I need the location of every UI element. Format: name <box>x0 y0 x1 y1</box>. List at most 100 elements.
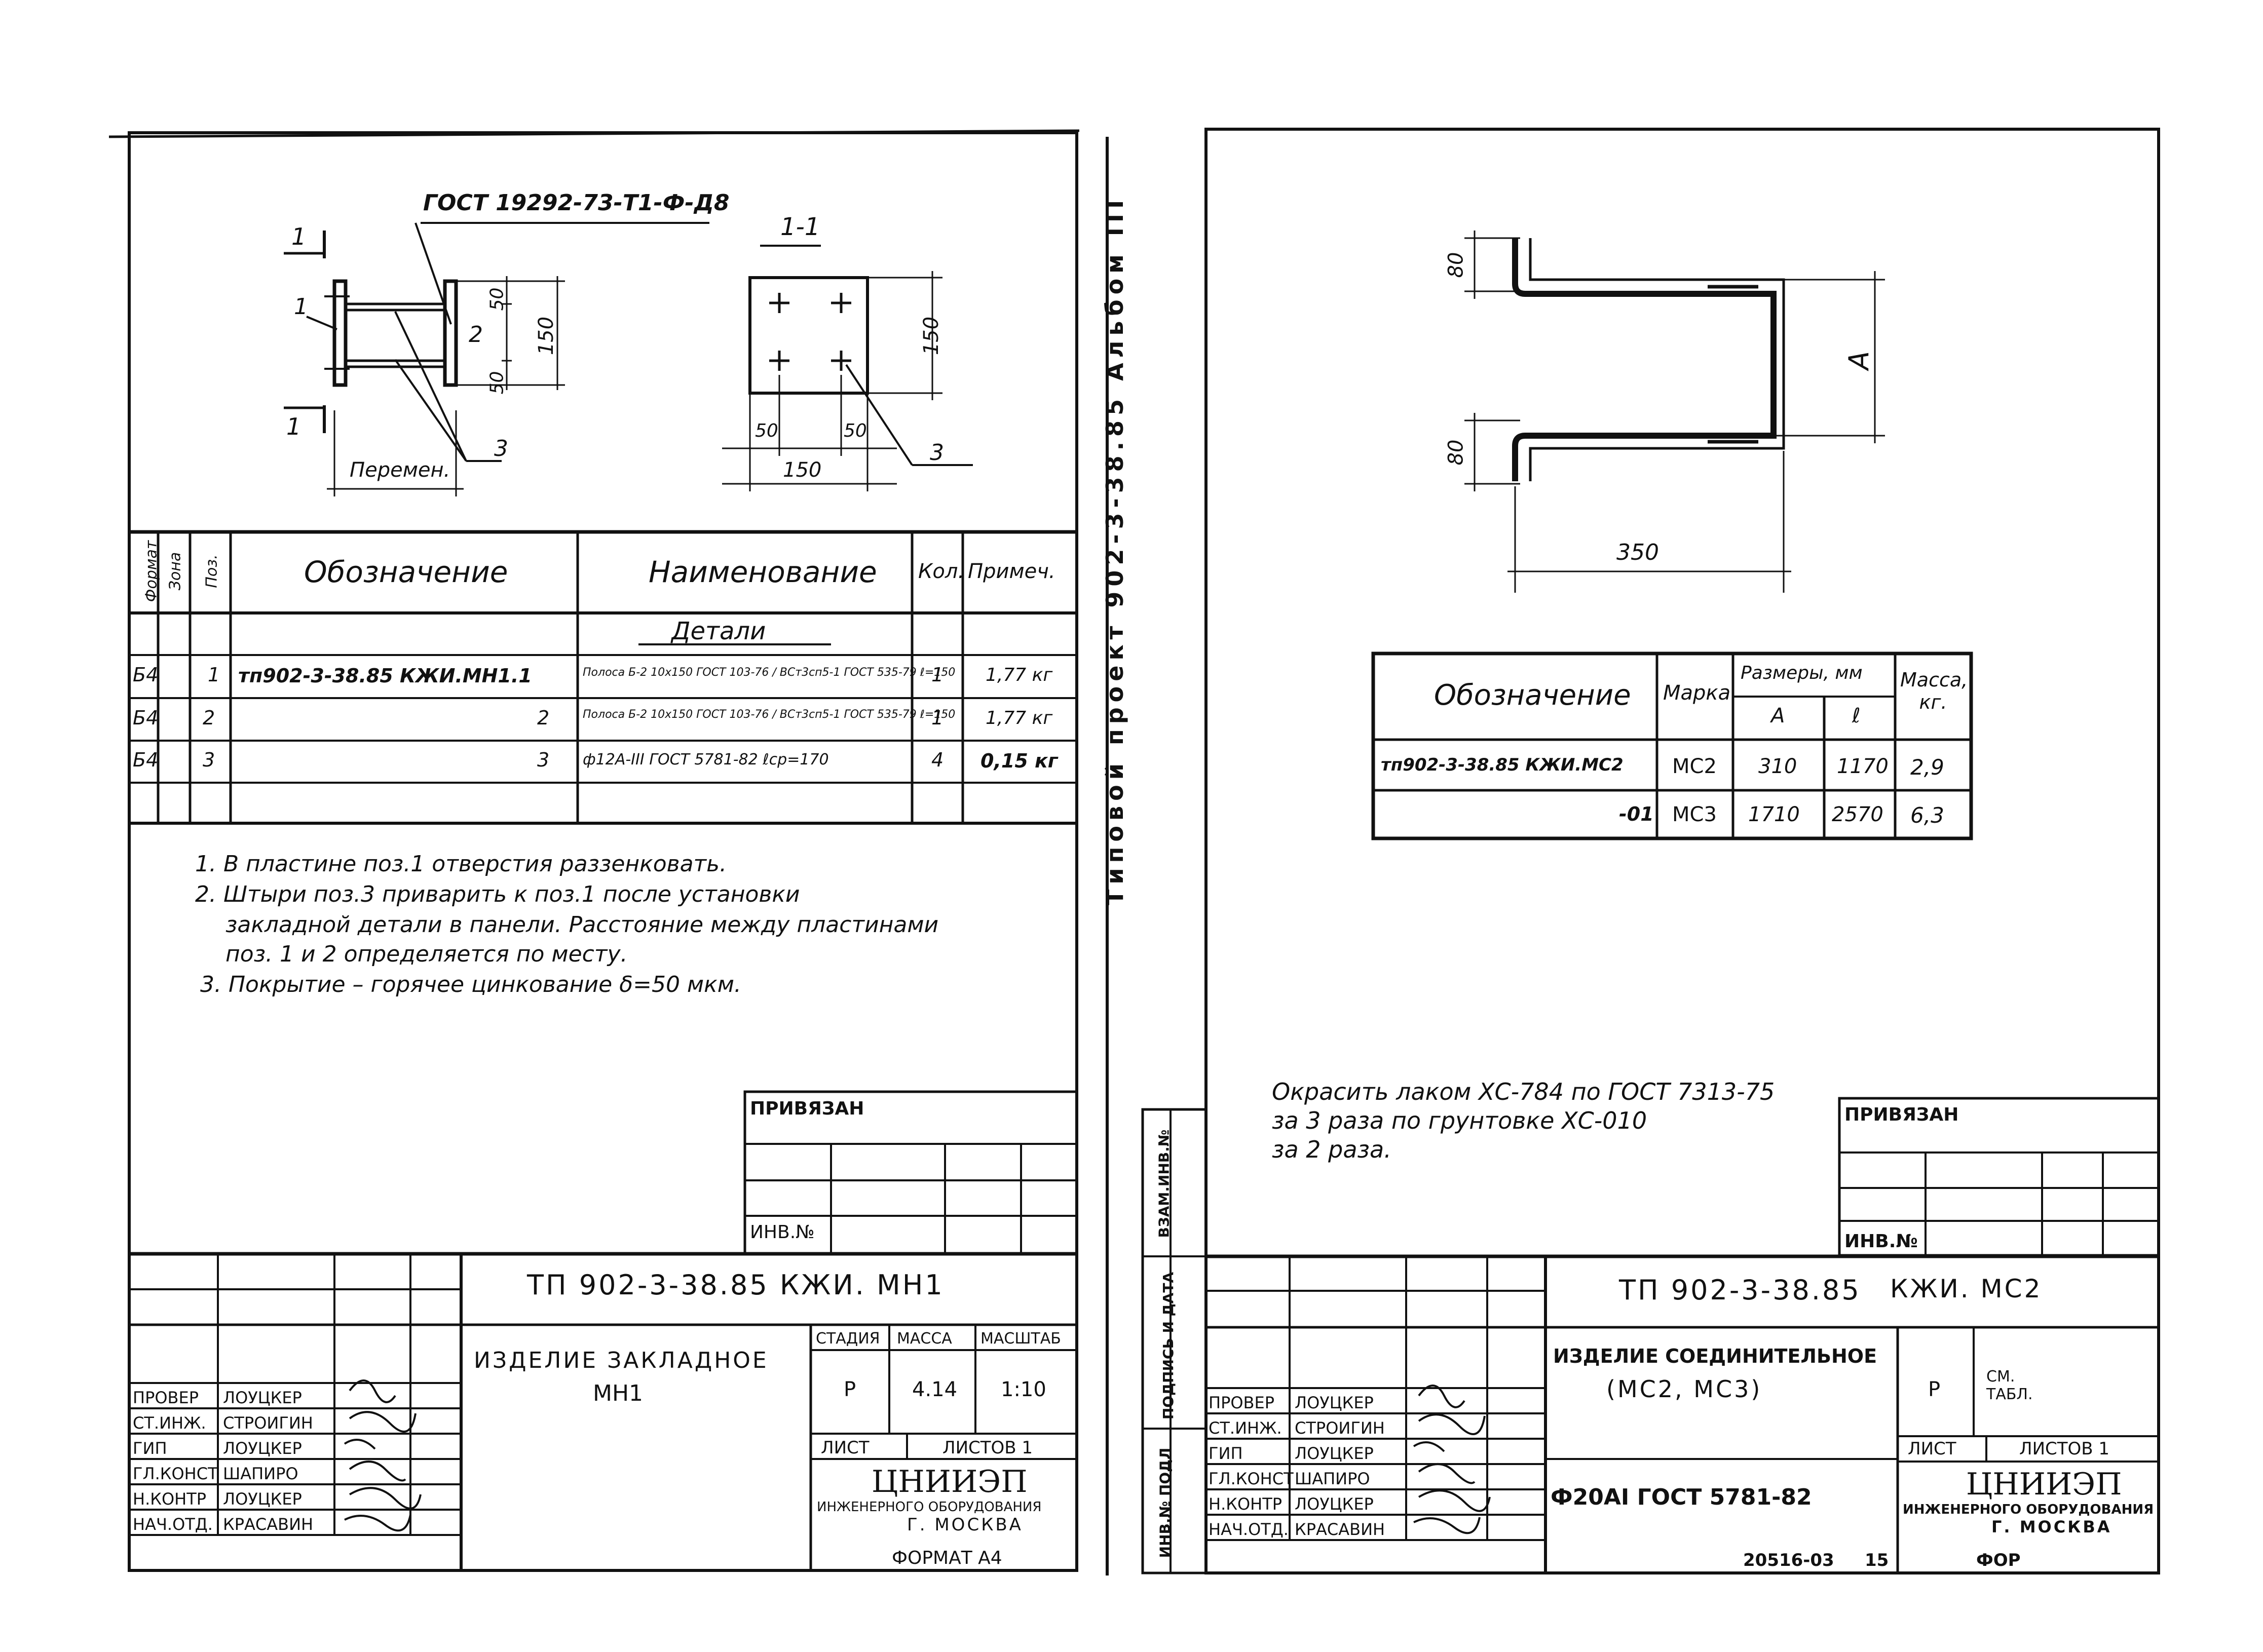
left-role-2: Ст.инж. <box>133 1413 206 1433</box>
spec-row-1-format: Б4 <box>133 664 159 686</box>
right-role-5: Н.контр <box>1209 1494 1283 1514</box>
paint-note-3: за 2 раза. <box>1272 1136 1391 1163</box>
right-org-3: г. Москва <box>1991 1517 2112 1536</box>
spec-row-2-format: Б4 <box>133 707 159 729</box>
table-header-sizes: Размеры, мм <box>1741 663 1863 683</box>
left-mass-header: Масса <box>897 1330 952 1348</box>
left-sheets-label: Листов 1 <box>942 1438 1033 1458</box>
right-frame <box>1204 128 2160 1574</box>
left-privyazan: Привязан <box>750 1098 864 1119</box>
right-role-6: Нач.отд. <box>1209 1520 1289 1539</box>
spec-row-1-note: 1,77 кг <box>986 665 1053 685</box>
spec-header-qty: Кол. <box>918 560 965 583</box>
left-sheet-label: Лист <box>821 1438 870 1458</box>
spec-row-3-designation: 3 <box>537 749 550 771</box>
spec-row-2-pos: 2 <box>203 707 215 729</box>
right-name-1: Лоуцкер <box>1295 1393 1374 1412</box>
table-header-l: ℓ <box>1852 704 1861 727</box>
left-name-4: Шапиро <box>223 1464 298 1483</box>
left-name-1: Лоуцкер <box>223 1388 302 1407</box>
right-stamp-code-2: КЖИ. МС2 <box>1890 1274 2043 1303</box>
right-stamp-code: тп 902-3-38.85 <box>1619 1274 1861 1306</box>
spec-row-2-designation: 2 <box>537 707 550 729</box>
section-title: 1-1 <box>780 213 820 241</box>
left-role-3: ГИП <box>133 1439 167 1458</box>
dim-50-section-a: 50 <box>755 420 778 441</box>
table-row-1-mark: МС2 <box>1672 755 1717 778</box>
spec-row-1-qty: 1 <box>931 664 944 686</box>
pos-1-label: 1 <box>294 294 308 320</box>
pos-2-label: 2 <box>469 322 483 348</box>
left-inv-no: Инв.№ <box>750 1222 815 1243</box>
spec-row-2-qty: 1 <box>931 707 944 729</box>
spec-row-3-pos: 3 <box>203 749 215 771</box>
note-2: 2. Штыри поз.3 приварить к поз.1 после у… <box>195 881 800 907</box>
left-name-2: Строигин <box>223 1413 313 1433</box>
right-org-2: инженерного оборудования <box>1903 1502 2154 1517</box>
table-row-1-l: 1170 <box>1837 755 1889 778</box>
section-mark-bottom: 1 <box>286 413 301 440</box>
left-stage: Р <box>844 1378 856 1401</box>
left-role-1: Провер <box>133 1388 199 1407</box>
table-header-a: А <box>1771 704 1785 727</box>
note-3: 3. Покрытие – горячее цинкование δ=50 мк… <box>200 972 741 997</box>
right-name-5: Лоуцкер <box>1295 1494 1374 1514</box>
spec-header-designation: Обозначение <box>304 555 508 589</box>
right-org-1: ЦНИИЭП <box>1966 1467 2122 1502</box>
right-material: ф20АI ГОСТ 5781-82 <box>1551 1484 1812 1510</box>
table-row-2-a: 1710 <box>1748 803 1800 826</box>
right-inv-no: Инв.№ <box>1844 1231 1918 1252</box>
spec-row-1-name: Полоса Б-2 10х150 ГОСТ 103-76 / ВСт3сп5-… <box>583 666 956 679</box>
right-sheets-label: Листов 1 <box>2019 1439 2110 1459</box>
right-stamp-title-1: Изделие соединительное <box>1553 1345 1877 1367</box>
left-stamp-title-1: Изделие закладное <box>474 1348 769 1373</box>
left-stage-header: Стадия <box>816 1330 880 1348</box>
spec-row-3-name: ф12А-III ГОСТ 5781-82 ℓср=170 <box>583 751 829 769</box>
spec-row-1-pos: 1 <box>208 664 220 686</box>
left-name-3: Лоуцкер <box>223 1439 302 1458</box>
left-org-3: г. Москва <box>907 1515 1023 1535</box>
spec-row-3-format: Б4 <box>133 749 159 771</box>
table-row-2-designation: -01 <box>1619 803 1654 825</box>
left-name-6: Красавин <box>223 1515 314 1534</box>
left-stamp-code: тп 902-3-38.85 КЖИ. МН1 <box>527 1269 945 1301</box>
dim-50-section-b: 50 <box>844 420 867 441</box>
right-name-2: Строигин <box>1295 1418 1385 1438</box>
right-stage: Р <box>1928 1378 1941 1401</box>
left-stamp-title-2: МН1 <box>593 1380 644 1406</box>
right-footer-num: 20516-03 <box>1743 1550 1834 1570</box>
right-see-table: См. табл. <box>1986 1368 2033 1403</box>
left-scale: 1:10 <box>1001 1378 1046 1401</box>
right-sheet-label: Лист <box>1908 1439 1956 1459</box>
left-role-5: Н.контр <box>133 1489 207 1509</box>
dim-350: 350 <box>1616 540 1659 565</box>
left-format: Формат А4 <box>892 1548 1002 1568</box>
left-name-5: Лоуцкер <box>223 1489 302 1509</box>
table-row-1-designation: тп902-3-38.85 КЖИ.МС2 <box>1381 755 1624 775</box>
spec-row-3-qty: 4 <box>931 749 944 771</box>
right-role-3: ГИП <box>1209 1444 1243 1463</box>
right-footer-format: Фор <box>1976 1550 2021 1570</box>
paint-note-1: Окрасить лаком ХС-784 по ГОСТ 7313-75 <box>1272 1078 1775 1105</box>
right-name-3: Лоуцкер <box>1295 1444 1374 1463</box>
left-mass: 4.14 <box>912 1378 958 1401</box>
left-org-2: инженерного оборудования <box>817 1500 1042 1515</box>
spec-row-1-designation: тп902-3-38.85 КЖИ.МН1.1 <box>238 665 532 687</box>
table-row-2-mass: 6,3 <box>1910 803 1944 828</box>
left-scale-header: Масштаб <box>980 1330 1061 1348</box>
left-role-4: Гл.конст <box>133 1464 218 1483</box>
right-privyazan: Привязан <box>1844 1104 1959 1125</box>
table-header-designation: Обозначение <box>1434 679 1631 712</box>
right-role-1: Провер <box>1209 1393 1275 1412</box>
spec-header-note: Примеч. <box>968 560 1055 583</box>
note-2-cont-2: поз. 1 и 2 определяется по месту. <box>225 941 628 967</box>
table-row-2-l: 2570 <box>1832 803 1883 826</box>
table-header-mark: Марка <box>1663 681 1731 705</box>
spec-section-title: Детали <box>671 617 766 645</box>
pos-3-label: 3 <box>494 436 508 462</box>
spec-row-2-note: 1,77 кг <box>986 708 1053 728</box>
left-org-1: ЦНИИЭП <box>872 1464 1028 1500</box>
left-role-6: Нач.отд. <box>133 1515 213 1534</box>
dim-150-section-h: 150 <box>783 458 822 482</box>
gost-label: ГОСТ 19292-73-Т1-Ф-Д8 <box>423 190 730 216</box>
